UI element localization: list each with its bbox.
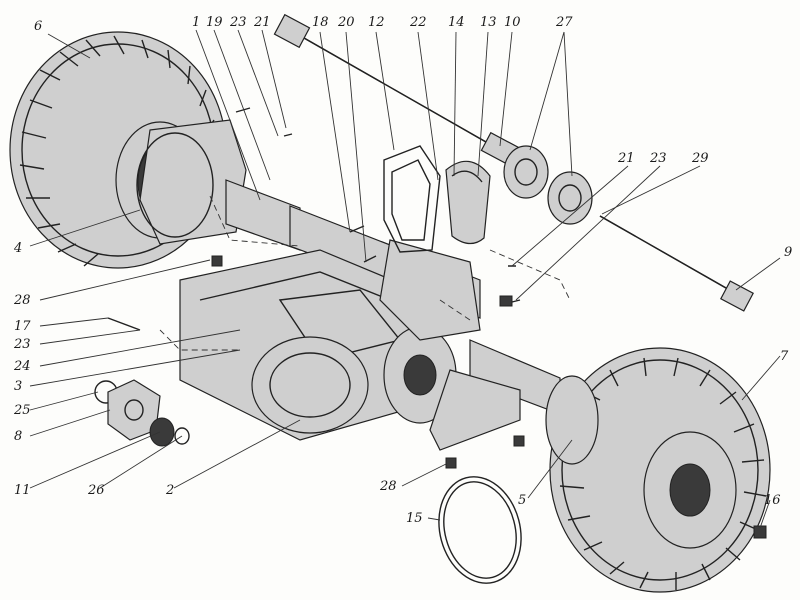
label-14: 14 — [448, 15, 465, 30]
label-4: 4 — [13, 241, 22, 256]
label-23-top: 23 — [229, 15, 247, 30]
label-21-right: 21 — [617, 151, 635, 166]
housing-gasket — [383, 145, 441, 253]
assembly-lines — [159, 195, 571, 351]
bearings — [503, 145, 593, 225]
label-22: 22 — [409, 15, 427, 30]
label-9: 9 — [784, 245, 792, 260]
label-26: 26 — [87, 483, 105, 498]
ring-gasket — [438, 476, 522, 584]
right-half-shaft — [599, 215, 754, 312]
small-parts — [94, 317, 190, 447]
part-labels: 6 1 19 23 21 18 20 12 22 14 13 10 27 21 … — [13, 15, 792, 526]
label-20: 20 — [337, 15, 355, 30]
bearing-caps — [445, 160, 491, 245]
label-18: 18 — [312, 15, 329, 30]
label-10: 10 — [504, 15, 521, 30]
label-11: 11 — [14, 483, 31, 498]
label-2: 2 — [165, 483, 174, 498]
label-1: 1 — [192, 15, 200, 30]
label-16: 16 — [764, 493, 781, 508]
label-17: 17 — [14, 319, 31, 334]
label-15: 15 — [406, 511, 423, 526]
label-27: 27 — [555, 15, 573, 30]
label-8: 8 — [14, 429, 22, 444]
label-28-bottom: 28 — [379, 479, 397, 494]
label-12: 12 — [368, 15, 385, 30]
label-25: 25 — [13, 403, 31, 418]
upper-half-shaft — [273, 13, 524, 169]
gearbox-housing — [179, 239, 521, 451]
label-5: 5 — [518, 493, 526, 508]
label-28-left: 28 — [13, 293, 31, 308]
label-23-right: 23 — [649, 151, 667, 166]
label-6: 6 — [34, 19, 42, 34]
left-final-drive-housing — [136, 119, 301, 251]
label-21-top: 21 — [253, 15, 271, 30]
label-7: 7 — [780, 349, 789, 364]
label-19: 19 — [206, 15, 223, 30]
right-final-drive-flange — [545, 375, 599, 465]
label-3: 3 — [14, 379, 22, 394]
label-23-left: 23 — [13, 337, 31, 352]
label-24: 24 — [13, 359, 31, 374]
label-13: 13 — [480, 15, 497, 30]
leader-lines — [29, 29, 781, 529]
label-29: 29 — [691, 151, 709, 166]
